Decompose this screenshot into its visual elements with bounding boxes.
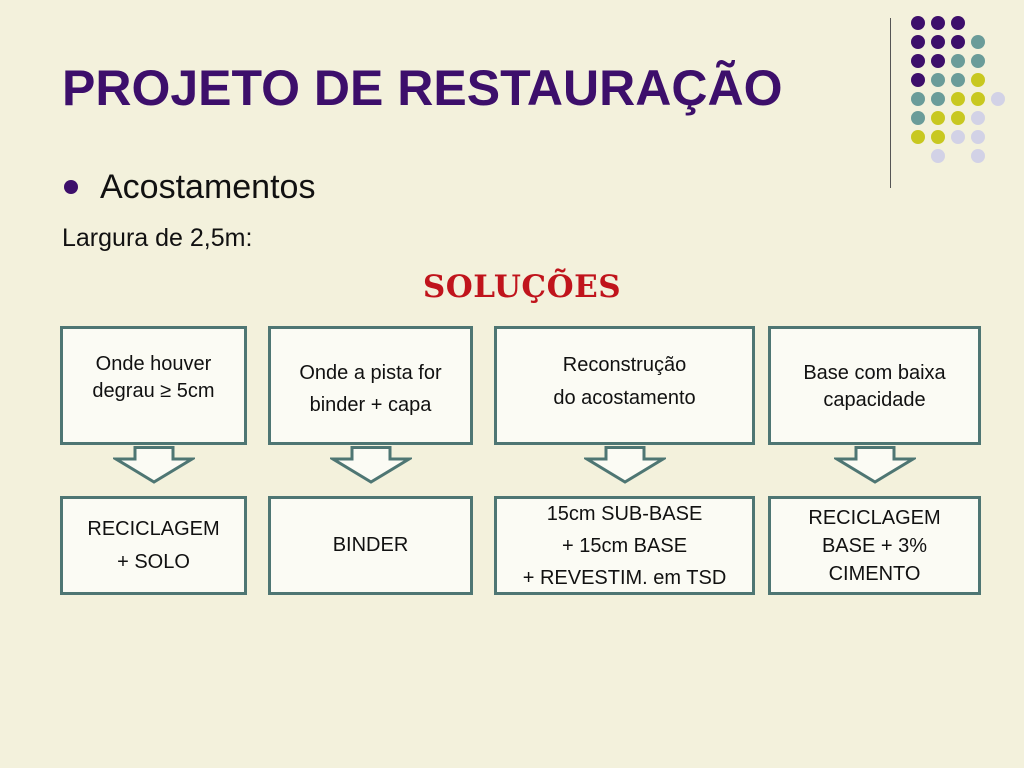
decorative-dot [971,35,985,49]
down-arrow-icon [113,446,195,484]
condition-box-2: Onde a pista for binder + capa [268,326,473,445]
condition-box-4: Base com baixa capacidade [768,326,981,445]
solution-line: CIMENTO [828,562,921,585]
solutions-heading: SOLUÇÕES [422,269,622,305]
decorative-dot [931,73,945,87]
condition-line: Reconstrução [562,354,687,376]
decorative-dot [911,111,925,125]
decorative-dot [931,130,945,144]
condition-line: capacidade [823,389,926,411]
decorative-dot [951,54,965,68]
solution-line: + SOLO [117,550,190,573]
bullet-dot-icon [64,180,78,194]
vertical-divider [890,18,891,188]
decorative-dot [911,130,925,144]
width-label: Largura de 2,5m: [62,224,253,252]
condition-line: Onde houver [95,353,212,375]
decorative-dot [951,92,965,106]
solution-line: RECICLAGEM [808,506,941,529]
decorative-dot [911,16,925,30]
decorative-dot [971,54,985,68]
down-arrow-icon [584,446,666,484]
condition-box-3: Reconstrução do acostamento [494,326,755,445]
condition-line: degrau ≥ 5cm [92,380,215,402]
solution-line: BINDER [332,534,409,556]
decorative-dot [971,130,985,144]
solution-box-1: RECICLAGEM + SOLO [60,496,247,595]
decorative-dot [951,130,965,144]
bullet-item: Acostamentos [64,166,315,208]
decorative-dot [991,92,1005,106]
bullet-text: Acostamentos [100,168,316,206]
solution-box-3: 15cm SUB-BASE + 15cm BASE + REVESTIM. em… [494,496,755,595]
slide-title: PROJETO DE RESTAURAÇÃO [62,60,783,116]
decorative-dot [911,54,925,68]
down-arrow-icon [330,446,412,484]
decorative-dot [931,92,945,106]
decorative-dot [951,16,965,30]
decorative-dot [931,149,945,163]
decorative-dot [971,73,985,87]
condition-line: Base com baixa [803,362,946,384]
decorative-dot [911,92,925,106]
decorative-dot [931,35,945,49]
decorative-dot [951,73,965,87]
solution-box-4: RECICLAGEM BASE + 3% CIMENTO [768,496,981,595]
decorative-dot [971,111,985,125]
solution-box-2: BINDER [268,496,473,595]
decorative-dot [931,111,945,125]
decorative-dot-grid [911,16,1005,163]
decorative-dot [931,16,945,30]
decorative-dot [911,35,925,49]
condition-box-1: Onde houver degrau ≥ 5cm [60,326,247,445]
decorative-dot [911,73,925,87]
decorative-dot [951,111,965,125]
solution-line: BASE + 3% [821,534,928,557]
solution-line: 15cm SUB-BASE [546,502,703,525]
decorative-dot [951,35,965,49]
solution-line: RECICLAGEM [87,517,220,540]
decorative-dot [971,149,985,163]
solution-line: + REVESTIM. em TSD [522,566,727,589]
decorative-dot [971,92,985,106]
condition-line: binder + capa [309,394,432,416]
solution-line: + 15cm BASE [561,534,688,557]
decorative-dot [931,54,945,68]
down-arrow-icon [834,446,916,484]
condition-line: Onde a pista for [299,362,442,384]
condition-line: do acostamento [553,387,696,409]
